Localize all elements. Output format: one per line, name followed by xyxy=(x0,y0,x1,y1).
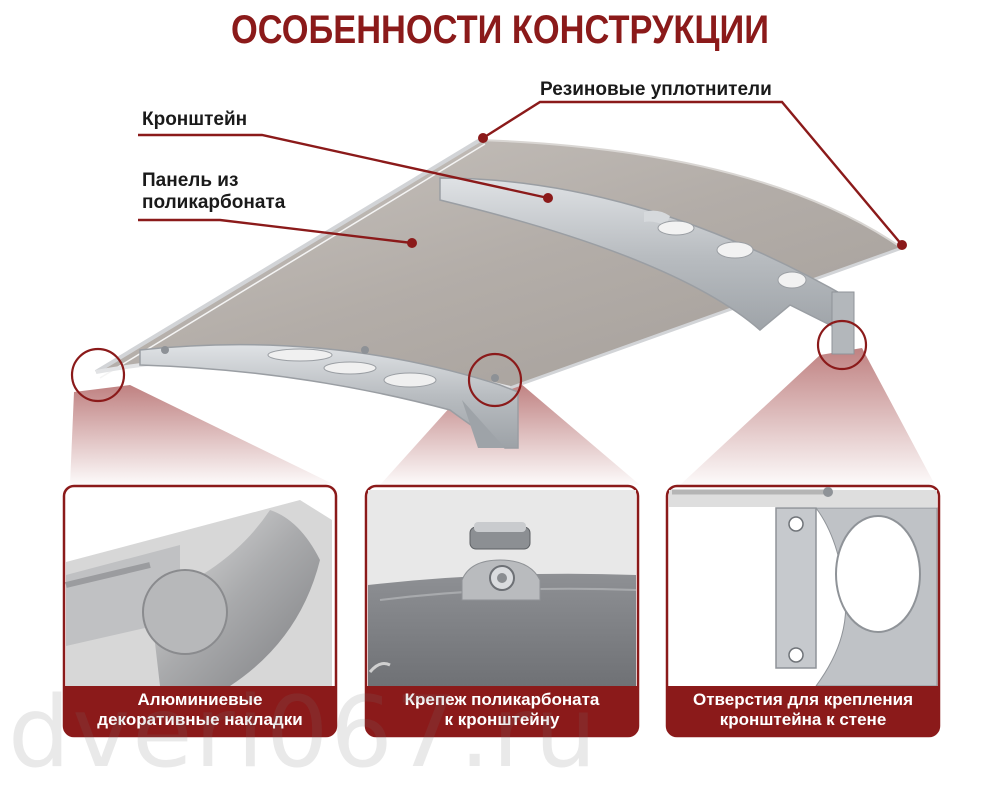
wall-holes-closeup xyxy=(669,487,938,687)
caption-line2: кронштейна к стене xyxy=(719,710,887,729)
callout-leaders xyxy=(138,100,903,246)
aluminium-cap-closeup xyxy=(65,500,332,686)
caption-bands xyxy=(64,686,939,736)
detail-markers xyxy=(70,319,868,408)
front-bracket xyxy=(139,343,519,449)
fastener-closeup xyxy=(368,490,637,686)
caption-line1: Алюминиевые xyxy=(137,690,263,709)
caption-line1: Крепеж поликарбоната xyxy=(404,690,600,709)
canopy-illustration xyxy=(62,100,941,738)
caption-line2: к кронштейну xyxy=(444,710,560,729)
callout-rubber-seals: Резиновые уплотнители xyxy=(540,79,772,100)
caption-line2: декоративные накладки xyxy=(97,710,303,729)
detail-beams xyxy=(70,348,935,485)
page-title: ОСОБЕННОСТИ КОНСТРУКЦИИ xyxy=(231,8,769,52)
callout-bracket: Кронштейн xyxy=(142,109,248,130)
callout-dots xyxy=(407,133,907,250)
caption-wall-holes: Отверстия для крепления кронштейна к сте… xyxy=(667,690,939,730)
callout-panel-line2: поликарбоната xyxy=(142,192,286,213)
caption-line1: Отверстия для крепления xyxy=(692,690,913,709)
caption-aluminium-caps: Алюминиевые декоративные накладки xyxy=(64,690,336,730)
diagram-stage: ОСОБЕННОСТИ КОНСТРУКЦИИ Кронштейн Резино… xyxy=(8,8,941,790)
caption-fastener: Крепеж поликарбоната к кронштейну xyxy=(366,690,638,730)
callout-polycarbonate-panel: Панель из поликарбоната xyxy=(142,170,285,214)
callout-panel-line1: Панель из xyxy=(142,170,239,191)
rear-bracket xyxy=(439,177,855,355)
